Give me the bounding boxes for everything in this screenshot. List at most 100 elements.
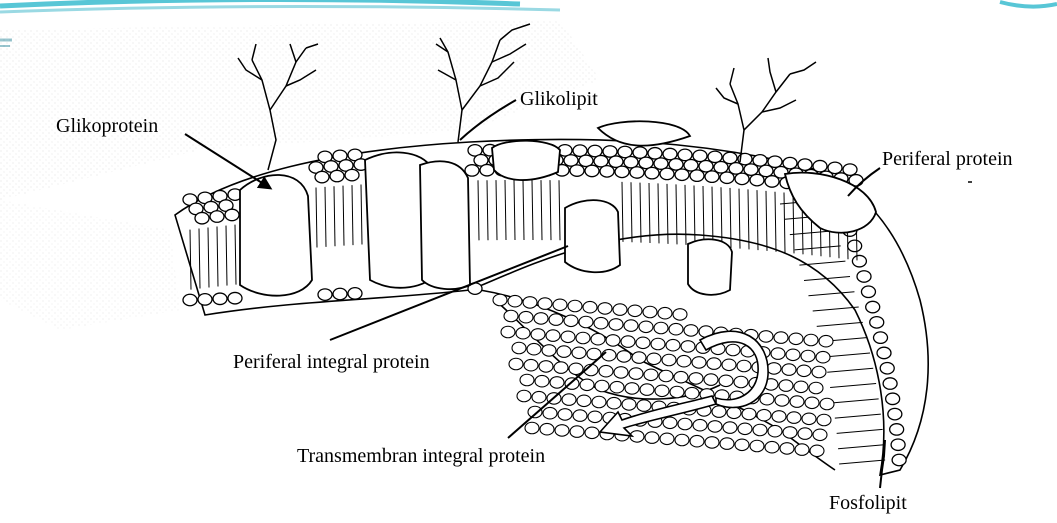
inner-lipid-head — [493, 294, 507, 305]
inner-lipid-head — [532, 391, 546, 402]
inner-lipid-head — [689, 373, 703, 384]
inner-lipid-head — [765, 441, 779, 452]
lipid-head — [585, 165, 599, 176]
inner-lipid-head — [674, 371, 688, 382]
inner-lipid-head — [558, 409, 572, 420]
lipid-head-edge — [891, 439, 905, 450]
inner-lipid-head — [609, 319, 623, 330]
inner-lipid-head — [598, 303, 612, 314]
inner-lipid-head — [528, 406, 542, 417]
inner-lipid-head — [573, 410, 587, 421]
lipid-tail-edge — [827, 368, 873, 372]
lipid-head-lower — [213, 293, 227, 304]
inner-lipid-head — [681, 341, 695, 352]
inner-lipid-head — [805, 397, 819, 408]
inner-lipid-head — [625, 383, 639, 394]
lipid-tail-edge — [839, 460, 885, 464]
lipid-tail-edge — [817, 322, 863, 326]
inner-lipid-head — [555, 425, 569, 436]
inner-lipid-head — [637, 400, 651, 411]
inner-lipid-head — [554, 362, 568, 373]
lipid-head-lower — [228, 292, 242, 303]
inner-lipid-head — [757, 409, 771, 420]
label-periferal-protein: Periferal protein — [882, 147, 1013, 171]
inner-lipid-head — [629, 368, 643, 379]
lipid-head — [735, 173, 749, 184]
inner-lipid-head — [663, 417, 677, 428]
inner-lipid-head — [617, 351, 631, 362]
inner-lipid-head — [723, 422, 737, 433]
inner-lipid-head — [798, 428, 812, 439]
inner-lipid-head — [639, 321, 653, 332]
inner-lipid-head — [542, 345, 556, 356]
inner-lipid-head — [580, 379, 594, 390]
lipid-head — [225, 209, 239, 220]
inner-lipid-head — [512, 342, 526, 353]
inner-lipid-head — [675, 434, 689, 445]
lipid-head — [693, 150, 707, 161]
inner-lipid-head — [726, 344, 740, 355]
glycoprotein-protein — [240, 175, 312, 296]
lipid-head — [660, 168, 674, 179]
inner-lipid-head — [540, 423, 554, 434]
lipid-head-edge — [880, 362, 894, 373]
inner-lipid-head — [690, 435, 704, 446]
inner-lipid-head — [820, 398, 834, 409]
inner-lipid-head — [543, 407, 557, 418]
lipid-head — [690, 170, 704, 181]
inner-lipid-head — [789, 333, 803, 344]
inner-lipid-head — [817, 414, 831, 425]
inner-lipid-head — [614, 367, 628, 378]
inner-lipid-head — [595, 380, 609, 391]
inner-lipid-head — [816, 351, 830, 362]
inner-lipid-head — [508, 295, 522, 306]
inner-lipid-head — [704, 374, 718, 385]
inner-lipid-head — [659, 370, 673, 381]
inner-lipid-head — [577, 395, 591, 406]
lipid-head — [705, 171, 719, 182]
inner-lipid-head — [795, 444, 809, 455]
inner-lipid-head — [553, 299, 567, 310]
inner-lipid-head — [564, 315, 578, 326]
lipid-head-edge — [866, 301, 880, 312]
lipid-tail-edge — [824, 353, 870, 357]
inner-lipid-head — [594, 317, 608, 328]
lipid-head-edge — [857, 271, 871, 282]
inner-lipid-head — [628, 305, 642, 316]
inner-lipid-head — [707, 358, 721, 369]
inner-lipid-head — [737, 360, 751, 371]
inner-lipid-head — [722, 359, 736, 370]
lipid-tail-edge — [838, 445, 884, 449]
inner-lipid-head — [720, 438, 734, 449]
inner-lipid-head — [684, 325, 698, 336]
inner-lipid-head — [771, 348, 785, 359]
inner-lipid-head — [520, 374, 534, 385]
inner-lipid-head — [775, 395, 789, 406]
label-transmembran-integral-protein: Transmembran integral protein — [297, 444, 545, 468]
inner-lipid-head — [576, 332, 590, 343]
inner-lipid-head — [621, 336, 635, 347]
lipid-head — [195, 212, 209, 223]
lipid-tail-edge — [833, 399, 879, 403]
label-fosfolipit: Fosfolipit — [829, 491, 907, 515]
lipid-head-edge — [852, 255, 866, 266]
inner-lipid-head — [802, 413, 816, 424]
inner-lipid-head — [531, 329, 545, 340]
inner-lipid-head — [523, 297, 537, 308]
lipid-head — [684, 160, 698, 171]
inner-lipid-head — [624, 320, 638, 331]
transmembrane-protein-right — [420, 161, 470, 289]
label-glikoprotein: Glikoprotein — [56, 114, 158, 138]
inner-lipid-head — [591, 333, 605, 344]
inner-lipid-head — [673, 309, 687, 320]
inner-lipid-head — [655, 385, 669, 396]
inner-lipid-head — [760, 393, 774, 404]
inner-lipid-head — [783, 427, 797, 438]
lipid-head — [330, 170, 344, 181]
inner-lipid-head — [774, 332, 788, 343]
lipid-head — [720, 172, 734, 183]
inner-lipid-head — [501, 326, 515, 337]
inner-lipid-head — [588, 411, 602, 422]
inner-lipid-head — [561, 331, 575, 342]
